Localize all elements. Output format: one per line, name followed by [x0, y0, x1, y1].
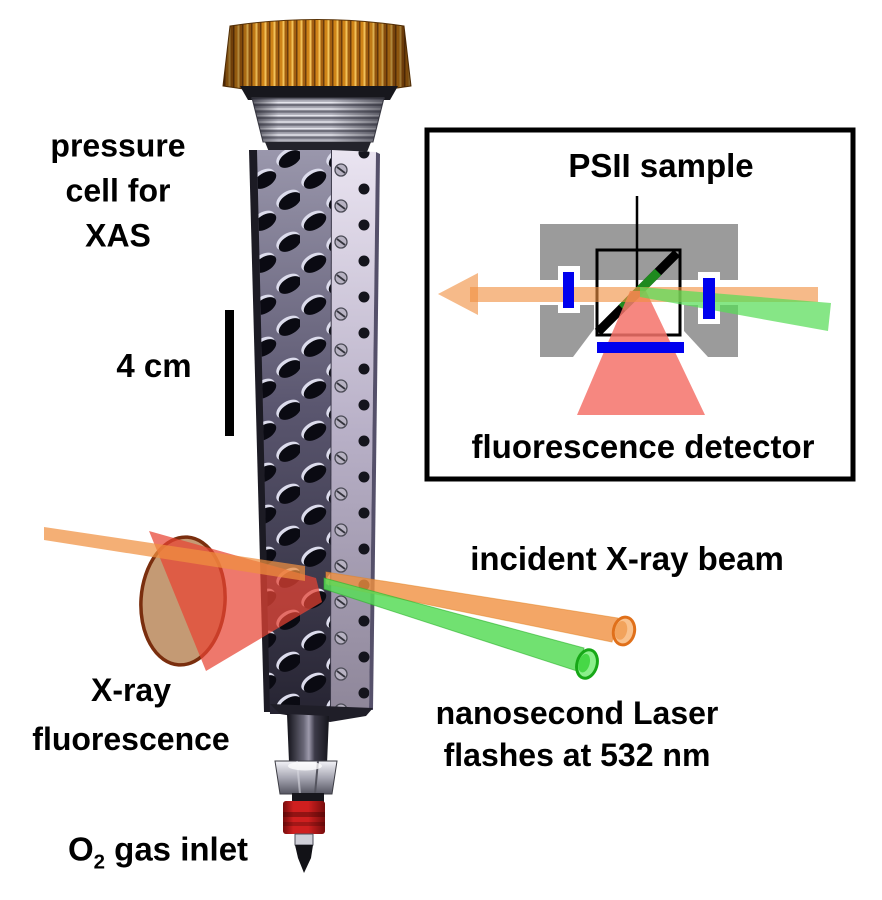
- xray-beam-end-inner: [614, 621, 628, 640]
- pressure-cell-label: pressure cell for XAS: [50, 124, 185, 259]
- psii-sample-label: PSII sample: [568, 147, 754, 185]
- beam-window-left: [563, 272, 574, 308]
- fluorescence-detector-label: fluorescence detector: [471, 428, 815, 466]
- cell-bottom-wedge: [270, 704, 373, 722]
- collar-neck: [265, 142, 371, 152]
- cap-underside: [240, 86, 398, 100]
- scale-bar: [225, 310, 234, 436]
- laser-label-line2: flashes at 532 nm: [443, 737, 711, 773]
- incident-xray-beam-left: [44, 527, 305, 581]
- threaded-collar-shading: [252, 98, 384, 142]
- laser-label-line1: nanosecond Laser: [435, 695, 719, 731]
- housing-bottom-left-block: [540, 305, 594, 357]
- xray-beam-end-cap: [611, 615, 637, 647]
- inlet-stem: [287, 714, 329, 764]
- xray-beam-inset-arrowhead: [438, 273, 478, 315]
- gas-inlet-fitting-shading: [283, 801, 325, 834]
- inlet-ring: [294, 833, 314, 846]
- incident-xray-beam-label: incident X-ray beam: [470, 540, 784, 578]
- pressure-cell-photo: [222, 19, 412, 873]
- laser-beam-inset: [640, 287, 831, 331]
- detector-window-bottom: [597, 342, 684, 353]
- pressure-cell-label-line1: pressure: [50, 127, 186, 164]
- laser-beam-end-inner: [578, 653, 591, 673]
- xray-fluorescence-label-line2: fluorescence: [32, 721, 230, 757]
- gas-inlet-label: O2 gas inlet: [68, 828, 248, 877]
- hex-nut: [274, 760, 338, 795]
- gas-inlet-label-rest: gas inlet: [105, 830, 249, 868]
- beam-window-right: [703, 278, 715, 319]
- laser-label: nanosecond Laser flashes at 532 nm: [436, 692, 719, 776]
- gas-inlet-label-element: O: [67, 830, 94, 868]
- laser-beam-end-cap: [575, 648, 599, 680]
- knurled-cap-shading: [223, 19, 411, 94]
- cell-side-face-holes: [331, 150, 376, 714]
- hex-nut-highlight: [288, 761, 322, 771]
- scale-bar-label: 4 cm: [116, 347, 192, 385]
- inlet-neck: [292, 793, 324, 802]
- inset-schematic: [424, 127, 856, 482]
- cell-right-edge: [369, 152, 380, 710]
- xray-fluorescence-cone: [149, 531, 322, 671]
- inset-border: [424, 127, 856, 482]
- xray-fluorescence-label-line1: X-ray: [90, 672, 172, 708]
- pressure-cell-label-line3: XAS: [85, 217, 151, 254]
- pressure-cell-label-line2: cell for: [65, 172, 171, 209]
- gas-inlet-label-subscript: 2: [93, 850, 105, 874]
- inlet-needle: [295, 845, 313, 873]
- housing-bottom-right-block: [684, 305, 738, 357]
- xray-fluorescence-label: X-ray fluorescence: [32, 666, 229, 764]
